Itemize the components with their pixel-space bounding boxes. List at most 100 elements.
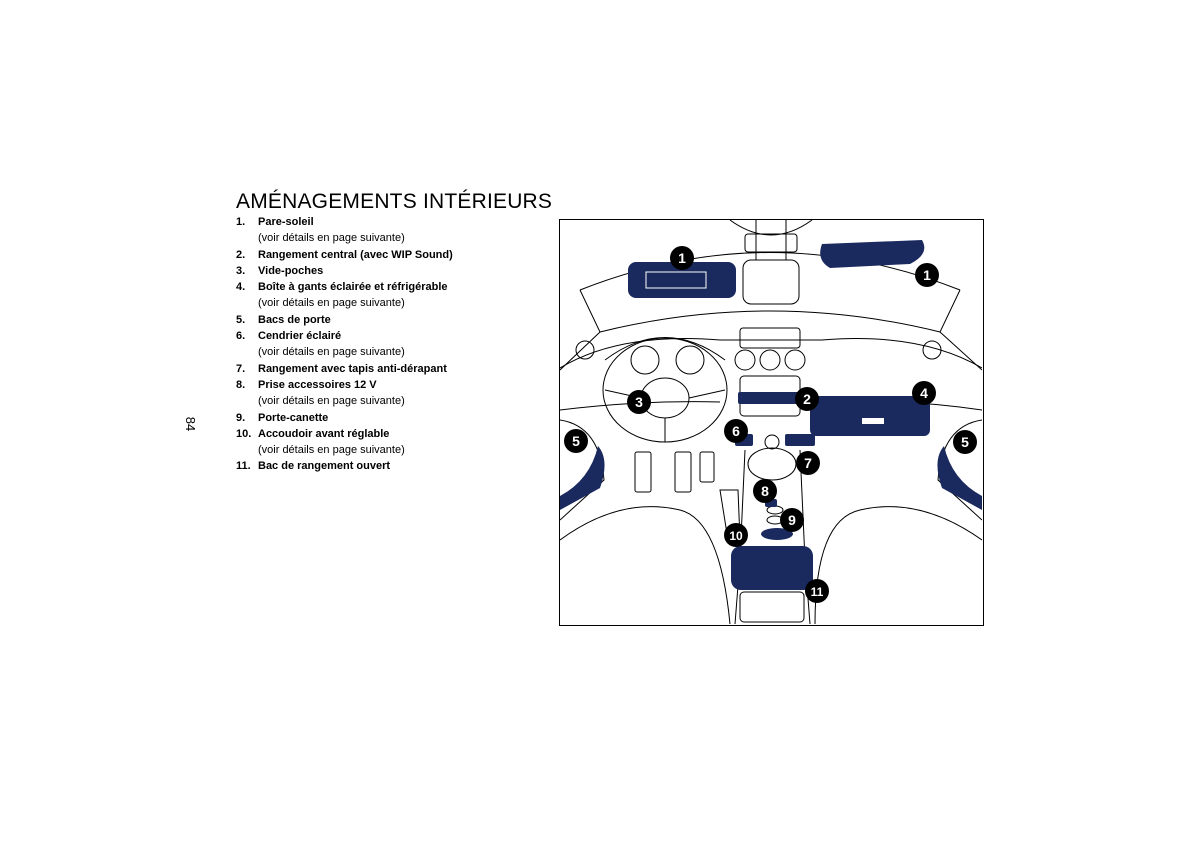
callout-7: 7 xyxy=(796,451,820,475)
door-left xyxy=(560,419,605,521)
gauge-left xyxy=(630,345,660,375)
item-label: Bacs de porte xyxy=(258,313,331,326)
list-item: 3. Vide-poches xyxy=(236,263,453,279)
item-label: Bac de rangement ouvert xyxy=(258,460,391,473)
list-item: 2. Rangement central (avec WIP Sound) xyxy=(236,247,453,263)
gauge-right xyxy=(675,345,705,375)
sun-visor-mirror xyxy=(645,271,707,289)
svg-text:7: 7 xyxy=(804,455,812,471)
floor-left xyxy=(560,506,731,624)
svg-text:3: 3 xyxy=(635,394,643,410)
item-number: 3. xyxy=(236,264,246,277)
item-note: (voir détails en page suivante) xyxy=(258,297,405,310)
item-number: 5. xyxy=(236,313,246,326)
svg-text:10: 10 xyxy=(729,529,743,543)
callout-5-left: 5 xyxy=(564,429,588,453)
list-item: 1. Pare-soleil (voir détails en page suiv… xyxy=(236,214,453,247)
windshield-lower xyxy=(599,310,941,333)
list-item: 7. Rangement avec tapis anti-dérapant xyxy=(236,361,453,377)
door-right xyxy=(937,419,982,521)
pedal-1 xyxy=(634,451,652,493)
console-round-1 xyxy=(766,505,784,515)
item-label: Porte-canette xyxy=(258,411,329,424)
center-screen xyxy=(739,327,801,349)
side-vent-left xyxy=(575,340,595,360)
callout-2: 2 xyxy=(795,387,819,411)
item-label: Rangement central (avec WIP Sound) xyxy=(258,248,453,261)
interior-illustration: 1 1 2 3 4 5 5 6 7 8 9 10 11 xyxy=(559,219,984,626)
callout-11: 11 xyxy=(805,579,829,603)
glovebox xyxy=(810,396,930,436)
gear-boot xyxy=(747,447,797,481)
callout-1-right: 1 xyxy=(915,263,939,287)
list-item: 11. Bac de rangement ouvert xyxy=(236,458,453,474)
item-note: (voir détails en page suivante) xyxy=(258,346,405,359)
steering-spokes xyxy=(604,389,726,442)
center-storage xyxy=(738,392,800,404)
item-label: Cendrier éclairé xyxy=(258,330,342,343)
item-note: (voir détails en page suivante) xyxy=(258,232,405,245)
floor-right xyxy=(814,506,982,624)
glovebox-handle xyxy=(862,418,884,424)
side-vent-right xyxy=(922,340,942,360)
vent-center-right xyxy=(784,349,806,371)
page-number: 84 xyxy=(183,416,198,432)
item-label: Rangement avec tapis anti-dérapant xyxy=(258,362,447,375)
callout-1-left: 1 xyxy=(670,246,694,270)
list-item: 10. Accoudoir avant réglable (voir détail… xyxy=(236,426,453,459)
callouts: 1 1 2 3 4 5 5 6 7 8 9 10 11 xyxy=(564,246,977,603)
item-number: 11. xyxy=(236,460,251,473)
item-number: 9. xyxy=(236,411,246,424)
item-note: (voir détails en page suivante) xyxy=(258,444,405,457)
item-number: 8. xyxy=(236,378,246,391)
page-title: AMÉNAGEMENTS INTÉRIEURS xyxy=(236,190,553,214)
item-number: 10. xyxy=(236,427,252,440)
callout-9: 9 xyxy=(780,508,804,532)
interior-drawing: 1 1 2 3 4 5 5 6 7 8 9 10 11 xyxy=(560,220,982,624)
gear-knob xyxy=(764,434,780,450)
list-item: 9. Porte-canette xyxy=(236,410,453,426)
sun-visor-left xyxy=(628,262,736,298)
item-number: 6. xyxy=(236,330,246,343)
svg-text:6: 6 xyxy=(732,423,740,439)
callout-10: 10 xyxy=(724,523,748,547)
rear-storage-box xyxy=(739,591,805,623)
svg-text:4: 4 xyxy=(920,385,928,401)
nonslip-tray xyxy=(785,434,815,446)
sun-visor-right xyxy=(820,240,925,268)
dashboard-top xyxy=(560,338,982,369)
door-bin-right xyxy=(937,446,982,510)
pedal-3 xyxy=(699,451,715,483)
callout-4: 4 xyxy=(912,381,936,405)
vent-center-mid xyxy=(759,349,781,371)
callout-6: 6 xyxy=(724,419,748,443)
svg-text:9: 9 xyxy=(788,512,796,528)
svg-text:1: 1 xyxy=(923,267,931,283)
overhead-console xyxy=(744,233,798,253)
cup-holder xyxy=(761,528,793,540)
list-item: 8.Prise accessoires 12 V (voir détails e… xyxy=(236,377,453,410)
svg-text:2: 2 xyxy=(803,391,811,407)
instrument-cluster xyxy=(604,337,726,361)
armrest xyxy=(731,546,813,590)
svg-text:5: 5 xyxy=(572,433,580,449)
item-number: 7. xyxy=(236,362,246,375)
item-label: Pare-soleil xyxy=(258,216,314,228)
svg-text:1: 1 xyxy=(678,250,686,266)
mirror-mount xyxy=(729,220,813,260)
list-item: 4. Boîte à gants éclairée et réfrigérable… xyxy=(236,279,453,312)
svg-text:5: 5 xyxy=(961,434,969,450)
callout-3: 3 xyxy=(627,390,651,414)
item-number: 4. xyxy=(236,281,246,294)
item-label: Boîte à gants éclairée et réfrigérable xyxy=(258,281,448,294)
a-pillar-left xyxy=(560,289,601,371)
item-number: 2. xyxy=(236,248,246,261)
callout-8: 8 xyxy=(753,479,777,503)
item-label: Vide-poches xyxy=(258,264,324,277)
item-number: 1. xyxy=(236,216,246,228)
callout-5-right: 5 xyxy=(953,430,977,454)
storage-list: 1. Pare-soleil (voir détails en page suiv… xyxy=(236,214,453,475)
pedal-2 xyxy=(674,451,692,493)
item-label: Accoudoir avant réglable xyxy=(258,427,390,440)
svg-text:11: 11 xyxy=(811,585,824,599)
